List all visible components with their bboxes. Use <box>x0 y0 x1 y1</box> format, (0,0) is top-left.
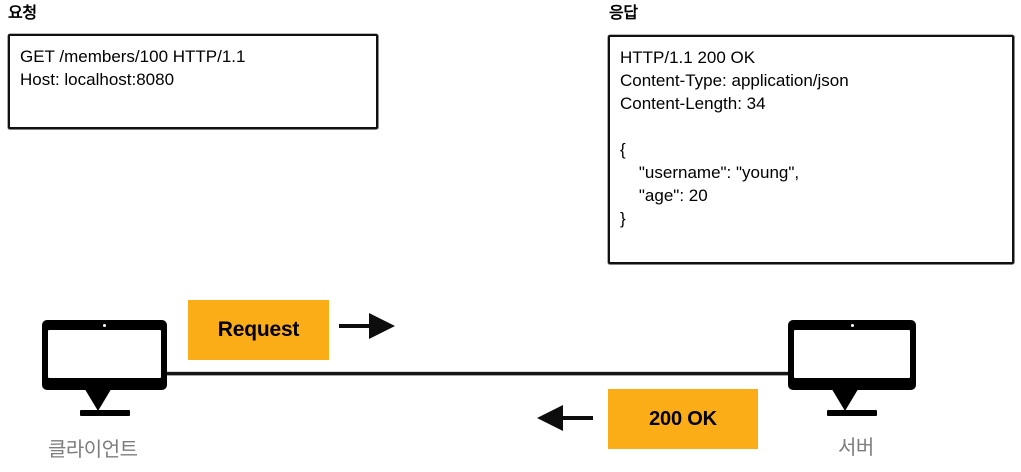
response-chip: 200 OK <box>608 389 758 449</box>
monitor-screen <box>794 330 910 378</box>
monitor-camera-dot <box>850 324 854 327</box>
arrow-shaft <box>339 324 373 328</box>
request-chip-label: Request <box>217 318 300 341</box>
response-message-box: HTTP/1.1 200 OK Content-Type: applicatio… <box>608 35 1014 264</box>
response-chip-label: 200 OK <box>649 407 717 430</box>
monitor-bezel <box>42 320 167 390</box>
connection-line <box>165 372 793 375</box>
monitor-stand-neck <box>831 389 859 411</box>
arrow-head <box>369 313 395 339</box>
monitor-screen <box>48 330 161 378</box>
server-label: 서버 <box>838 437 874 459</box>
request-message-box: GET /members/100 HTTP/1.1 Host: localhos… <box>8 34 378 129</box>
response-message-text: HTTP/1.1 200 OK Content-Type: applicatio… <box>620 48 849 228</box>
client-label: 클라이언트 <box>48 439 138 461</box>
monitor-bezel <box>788 320 916 390</box>
arrow-shaft <box>559 416 593 420</box>
response-section-heading: 응답 <box>609 5 638 22</box>
monitor-stand-base <box>827 410 877 416</box>
request-section-heading: 요청 <box>8 5 37 22</box>
monitor-camera-dot <box>103 324 106 327</box>
monitor-stand-neck <box>84 389 111 411</box>
request-arrow-right-icon <box>339 312 397 340</box>
response-arrow-left-icon <box>535 404 593 432</box>
request-message-text: GET /members/100 HTTP/1.1 Host: localhos… <box>20 47 246 89</box>
arrow-head <box>537 405 563 431</box>
request-chip: Request <box>188 300 329 360</box>
monitor-stand-base <box>79 410 130 416</box>
